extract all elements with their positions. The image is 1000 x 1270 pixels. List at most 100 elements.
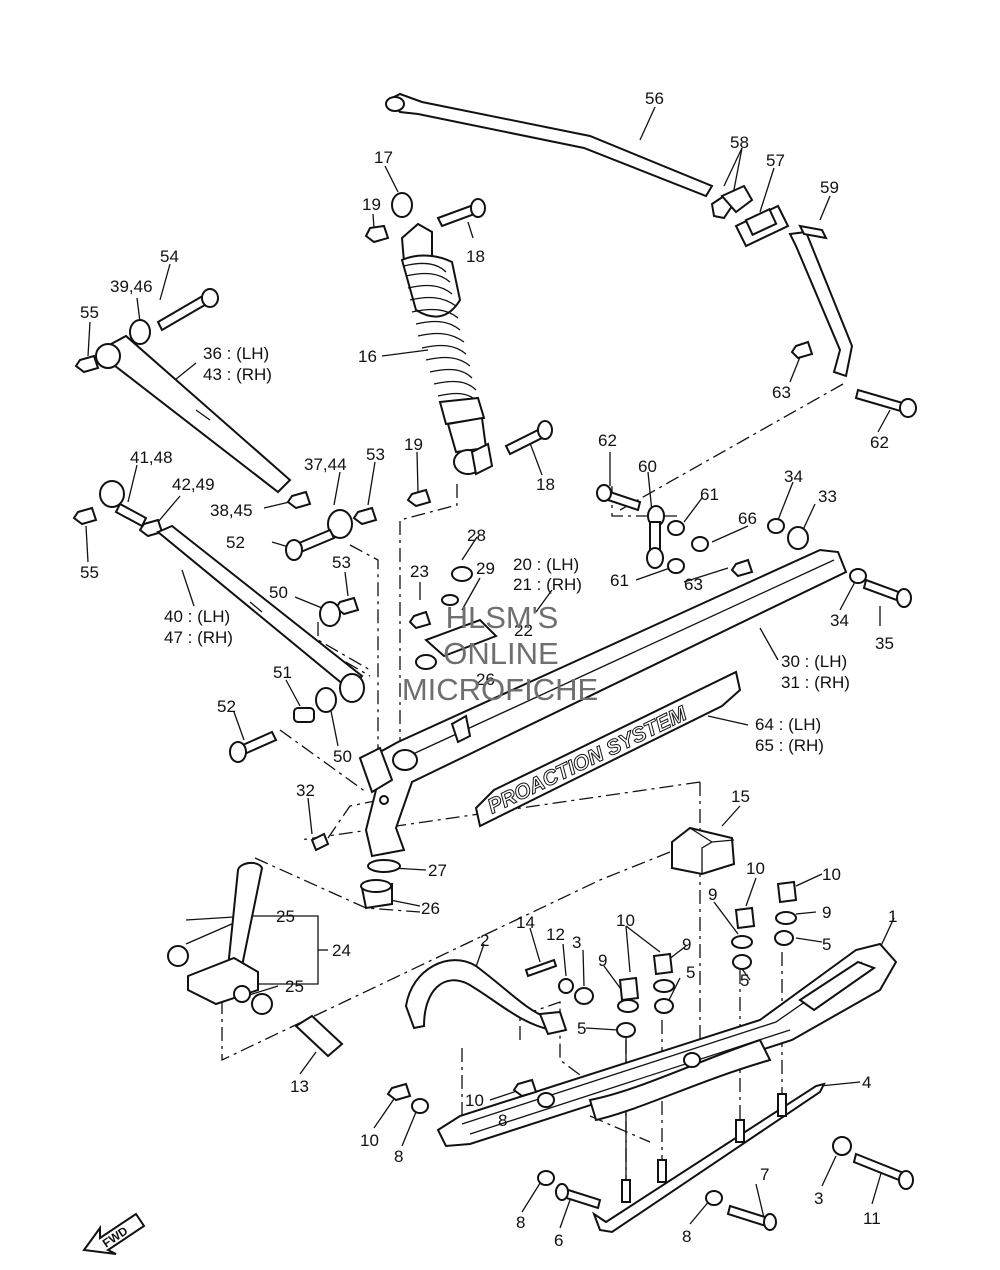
- washer-8-bottom: [537, 1170, 555, 1186]
- stabilizer-bar-56: [385, 92, 854, 378]
- collar-61-bottom: [667, 558, 685, 574]
- callout: 27: [428, 861, 447, 880]
- nut-10-left: [618, 976, 640, 1002]
- clip-29: [441, 594, 459, 606]
- callout: 63: [684, 575, 703, 594]
- callout: 35: [875, 634, 894, 653]
- collar-3-bottom: [832, 1136, 852, 1156]
- callout: 42,49: [172, 475, 215, 494]
- callout: 38,45: [210, 501, 253, 520]
- callout: 9: [598, 951, 607, 970]
- runner-4: [591, 1082, 826, 1234]
- callout: 16: [358, 347, 377, 366]
- callout: 29: [476, 559, 495, 578]
- washer-66: [691, 536, 709, 552]
- callout: 8: [682, 1227, 691, 1246]
- bolt-52-top: [285, 528, 336, 561]
- bolt-54: [156, 288, 219, 332]
- callout: 37,44: [304, 455, 347, 474]
- callout: 55: [80, 303, 99, 322]
- callout: 30 : (LH): [781, 652, 847, 671]
- callout: 34: [830, 611, 849, 630]
- collar-51: [293, 707, 315, 723]
- nut-10-lower-b: [512, 1078, 538, 1098]
- washer-34-right: [849, 568, 867, 584]
- callout: 7: [760, 1165, 769, 1184]
- callout: 2: [480, 931, 489, 950]
- callout: 18: [466, 247, 485, 266]
- bolt-18-bottom: [504, 420, 553, 456]
- pin-14: [524, 958, 558, 978]
- bolt-62-right: [854, 388, 917, 418]
- callout: 36 : (LH): [203, 344, 269, 363]
- callout: 31 : (RH): [781, 673, 850, 692]
- bolt-5-top-b: [774, 930, 794, 946]
- steering-arm-20-21: [424, 618, 498, 658]
- callout: 10: [360, 1131, 379, 1150]
- callout: 54: [160, 247, 179, 266]
- callout: 9: [822, 903, 831, 922]
- callout: 10: [822, 865, 841, 884]
- callout: 63: [772, 383, 791, 402]
- callout: 56: [645, 89, 664, 108]
- bolt-18-top: [436, 198, 486, 228]
- nut-38-45: [286, 490, 312, 510]
- pin-13: [294, 1014, 344, 1058]
- callout: 52: [217, 697, 236, 716]
- bolt-5-midright: [654, 998, 674, 1014]
- washer-9-left: [617, 999, 639, 1013]
- bushing-26-lower: [360, 879, 393, 910]
- callout: 11: [863, 1209, 881, 1228]
- bracket-57: [734, 204, 790, 248]
- link-60: [646, 505, 665, 569]
- ski-handle-2: [404, 959, 568, 1036]
- collar-61-top: [667, 520, 685, 536]
- callout: 59: [820, 178, 839, 197]
- oring-27: [367, 859, 401, 873]
- bushing-26-upper: [415, 654, 437, 670]
- callout: 3: [814, 1189, 823, 1208]
- bushing-25-right: [251, 993, 273, 1015]
- bolt-6: [555, 1183, 602, 1210]
- bolt-59: [798, 224, 828, 240]
- callout: 4: [862, 1073, 871, 1092]
- callout: 6: [554, 1231, 563, 1250]
- washer-8-lower-b: [537, 1092, 555, 1108]
- nut-53-top: [352, 506, 378, 526]
- callout: 17: [374, 148, 393, 167]
- nut-10-lower-a: [386, 1082, 412, 1102]
- callout: 62: [598, 431, 617, 450]
- nut-19-bottom: [406, 488, 432, 508]
- callout: 9: [708, 885, 717, 904]
- callout: 26: [421, 899, 440, 918]
- callout: 22: [514, 621, 533, 640]
- callout: 58: [730, 133, 749, 152]
- suspension-arm-30-31: [358, 548, 848, 858]
- collar-33: [787, 526, 809, 550]
- callout: 8: [394, 1147, 403, 1166]
- callout: 5: [577, 1019, 586, 1038]
- callout: 19: [404, 435, 423, 454]
- callout: 64 : (LH): [755, 715, 821, 734]
- washer-9-top-b: [775, 911, 797, 925]
- shock-absorber-16: [400, 222, 494, 476]
- callout: 1: [888, 907, 897, 926]
- fwd-arrow-icon: FWD: [82, 1212, 146, 1255]
- bracket-58: [710, 184, 754, 220]
- callout: 33: [818, 487, 837, 506]
- callout: 60: [638, 457, 657, 476]
- upper-rod-36-43: [95, 334, 292, 494]
- callout: 3: [572, 933, 581, 952]
- washer-34-top: [767, 518, 785, 534]
- callout-labels: 56 58 57 59 17 19 18 54 39,46 55 36 : (L…: [80, 89, 897, 1250]
- callout: 53: [332, 553, 351, 572]
- nut-55-top: [74, 354, 100, 374]
- callout: 9: [682, 935, 691, 954]
- watermark-line-1: HLSM'S: [446, 600, 559, 635]
- collar-37-44: [327, 509, 353, 539]
- nut-10-top-b: [776, 880, 798, 904]
- callout: 62: [870, 433, 889, 452]
- callout: 12: [546, 925, 565, 944]
- bushing-in-spindle: [233, 985, 251, 1003]
- collar-39-46: [129, 319, 151, 345]
